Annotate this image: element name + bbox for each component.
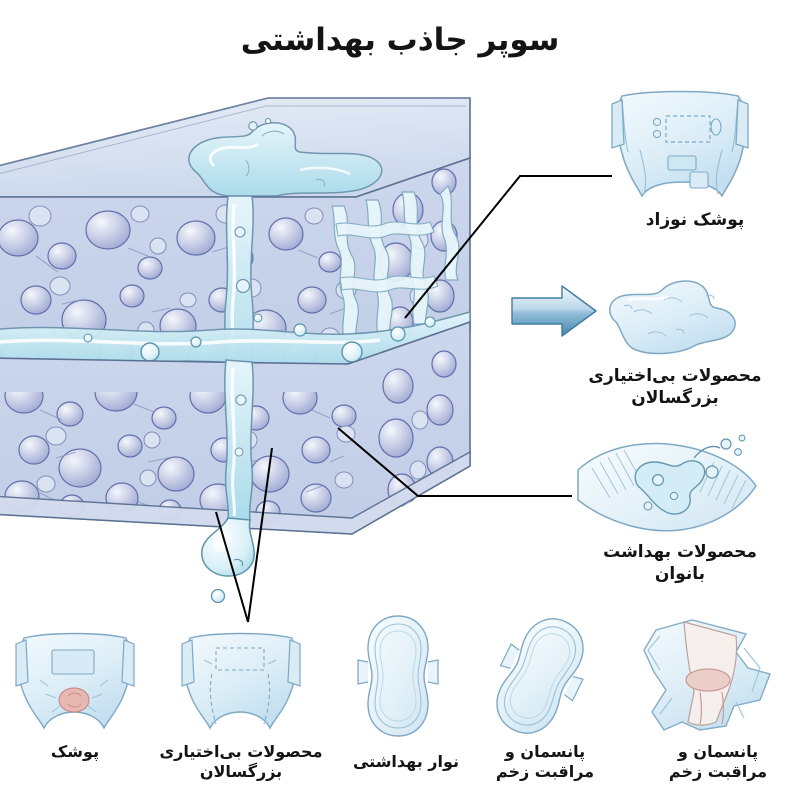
feminine-hygiene-sheet-icon — [577, 434, 757, 532]
sanitary-pad-icon — [357, 615, 439, 737]
liquid-channel-lower — [224, 359, 254, 521]
bottom-label-adult-incontinence: محصولات بی‌اختیاری بزرگسالان — [142, 742, 340, 783]
bottom-label-adult-incontinence-line1: محصولات بی‌اختیاری — [159, 742, 323, 761]
bottom-label-wound-care-1: پانسمان و مراقبت زخم — [480, 742, 610, 783]
bottom-label-wound-care-2-line2: مراقبت زخم — [668, 762, 768, 782]
block-top-surface — [0, 97, 471, 198]
wound-dressing-icon — [643, 619, 771, 731]
right-label-feminine-hygiene-line1: محصولات بهداشت — [603, 542, 757, 562]
bottom-label-sanitary-pad: نوار بهداشتی — [336, 752, 476, 772]
flow-arrow-right — [511, 285, 597, 337]
bottom-label-wound-care-1-line1: پانسمان و — [504, 742, 586, 761]
bottom-label-adult-incontinence-line2: بزرگسالان — [199, 762, 283, 782]
adult-incontinence-pad-icon — [609, 280, 736, 355]
leader-to-bottom-left — [247, 447, 273, 623]
lower-absorbent-core — [0, 320, 471, 604]
bottom-label-wound-care-1-line2: مراقبت زخم — [495, 762, 595, 782]
baby-diaper-pink-icon — [15, 632, 135, 730]
bottom-label-wound-care-2: پانسمان و مراقبت زخم — [648, 742, 788, 783]
bottom-label-diaper-line1: پوشک — [50, 742, 100, 761]
falling-droplet — [201, 517, 255, 604]
page-title: سوپر جاذب بهداشتی — [240, 22, 560, 58]
right-label-baby-diaper: پوشک نوزاد — [645, 210, 745, 230]
right-label-feminine-hygiene: محصولات بهداشت بانوان — [570, 542, 790, 586]
leader-to-baby-diaper — [404, 175, 612, 319]
right-label-feminine-hygiene-line2: بانوان — [654, 563, 706, 584]
right-label-adult-incontinence-line2: بزرگسالان — [631, 387, 719, 408]
bottom-label-wound-care-2-line1: پانسمان و — [677, 742, 759, 761]
bottom-label-diaper: پوشک — [10, 742, 140, 762]
bottom-label-sanitary-pad-line1: نوار بهداشتی — [352, 752, 460, 771]
leader-to-feminine-hygiene — [337, 427, 572, 497]
right-label-adult-incontinence-line1: محصولات بی‌اختیاری — [588, 366, 762, 386]
adult-diaper-icon — [181, 632, 301, 730]
baby-diaper-icon — [611, 90, 749, 198]
wound-pad-tilted-icon — [496, 618, 584, 734]
right-label-adult-incontinence: محصولات بی‌اختیاری بزرگسالان — [560, 366, 790, 410]
leader-to-bottom-mid — [215, 511, 249, 623]
leader-lines — [215, 175, 612, 623]
